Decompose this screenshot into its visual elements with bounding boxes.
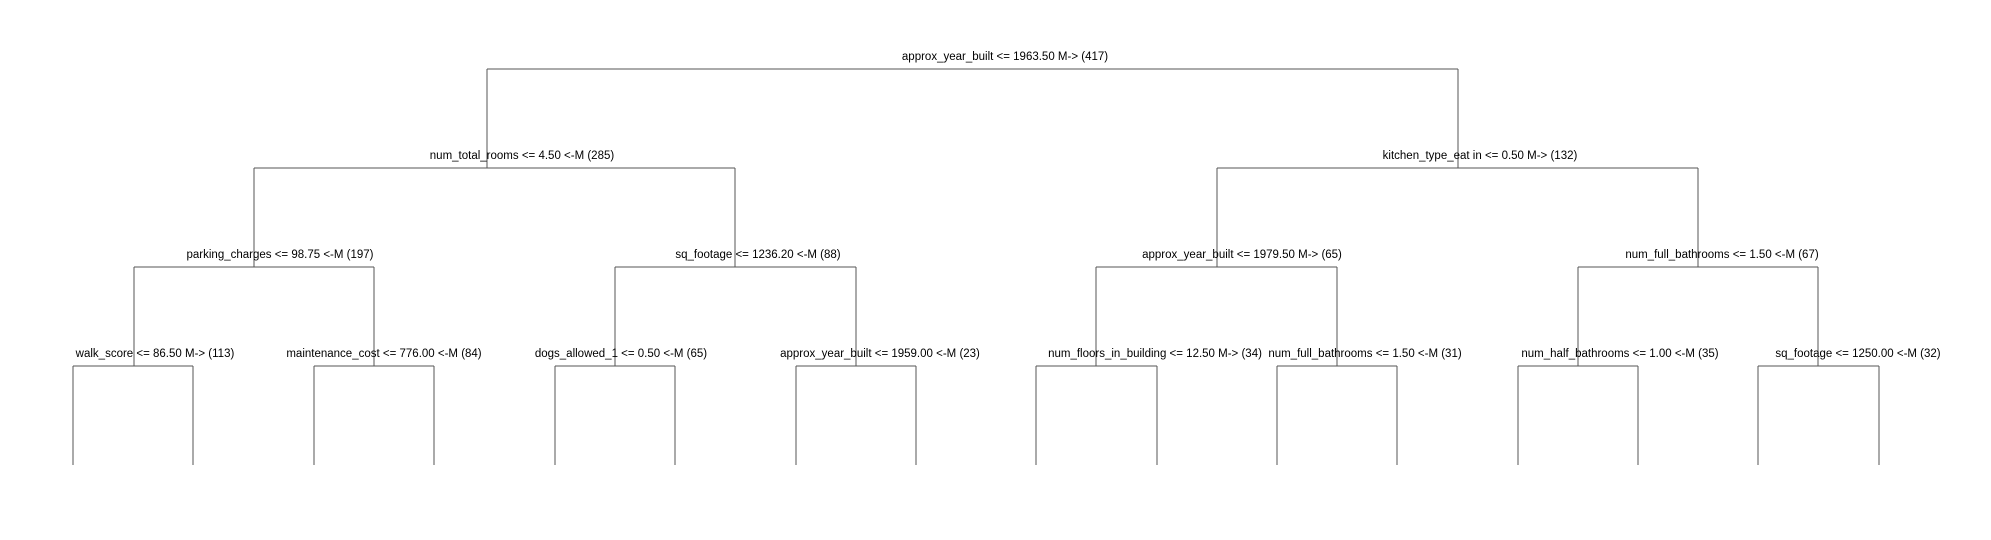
node-label-l3-8: sq_footage <= 1250.00 <-M (32) bbox=[1775, 348, 1940, 360]
node-label-l3-7: num_half_bathrooms <= 1.00 <-M (35) bbox=[1521, 348, 1718, 360]
node-label-l3-2: maintenance_cost <= 776.00 <-M (84) bbox=[286, 348, 481, 360]
node-label-root: approx_year_built <= 1963.50 M-> (417) bbox=[902, 51, 1108, 63]
node-label-l3-6: num_full_bathrooms <= 1.50 <-M (31) bbox=[1268, 348, 1462, 360]
tree-edges bbox=[72, 68, 1880, 465]
node-label-l3-3: dogs_allowed_1 <= 0.50 <-M (65) bbox=[535, 348, 707, 360]
node-label-l1-left: num_total_rooms <= 4.50 <-M (285) bbox=[430, 150, 615, 162]
tree-node-labels: approx_year_built <= 1963.50 M-> (417) n… bbox=[75, 51, 1941, 360]
node-label-l2-3: approx_year_built <= 1979.50 M-> (65) bbox=[1142, 249, 1342, 261]
node-label-l1-right: kitchen_type_eat in <= 0.50 M-> (132) bbox=[1383, 150, 1578, 162]
node-label-l2-1: parking_charges <= 98.75 <-M (197) bbox=[187, 249, 374, 261]
node-label-l3-5: num_floors_in_building <= 12.50 M-> (34) bbox=[1048, 348, 1262, 360]
node-label-l2-2: sq_footage <= 1236.20 <-M (88) bbox=[675, 249, 840, 261]
node-label-l2-4: num_full_bathrooms <= 1.50 <-M (67) bbox=[1625, 249, 1819, 261]
node-label-l3-4: approx_year_built <= 1959.00 <-M (23) bbox=[780, 348, 980, 360]
node-label-l3-1: walk_score <= 86.50 M-> (113) bbox=[75, 348, 235, 360]
